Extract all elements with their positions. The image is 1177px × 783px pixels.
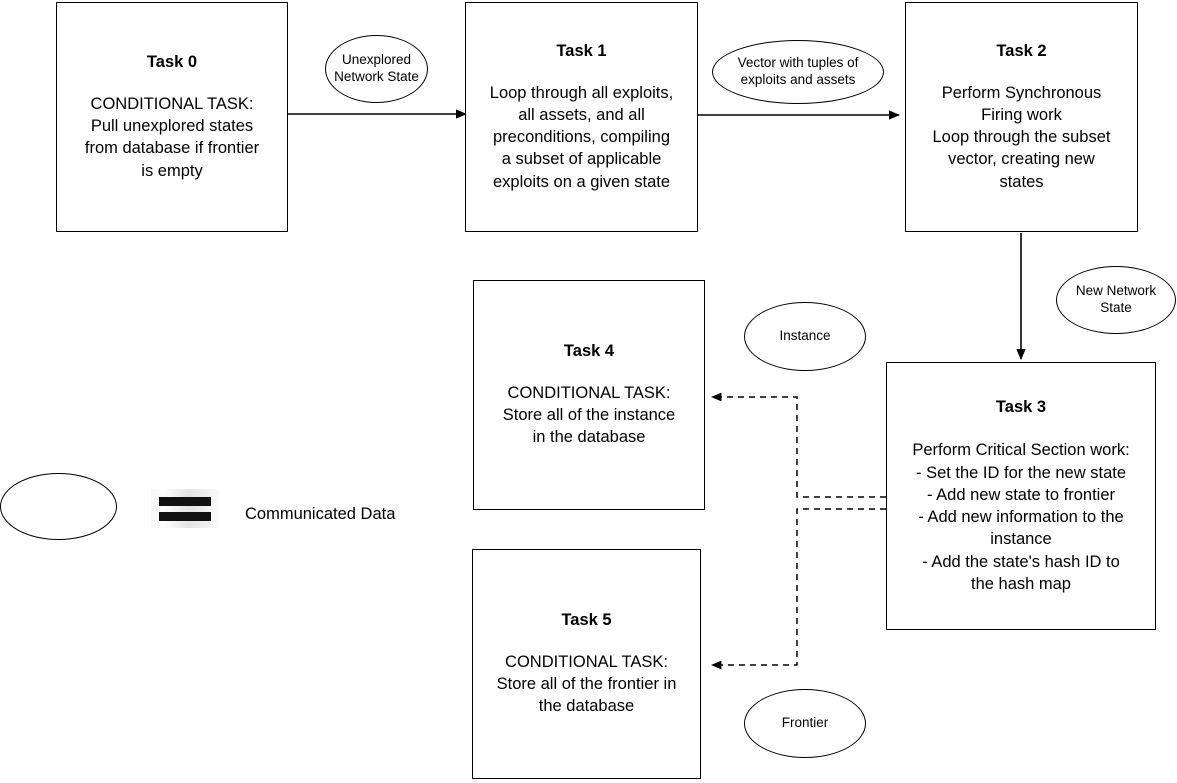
node-task3-title: Task 3 xyxy=(995,397,1047,416)
node-task4-title: Task 4 xyxy=(563,342,615,361)
node-task0[interactable]: Task 0 CONDITIONAL TASK: Pull unexplored… xyxy=(56,2,288,232)
data-label-new-network-state[interactable]: New Network State xyxy=(1056,266,1176,334)
node-task4-body: CONDITIONAL TASK: Store all of the insta… xyxy=(502,383,676,447)
node-task2-body: Perform Synchronous Firing work Loop thr… xyxy=(932,83,1111,191)
node-task5-body: CONDITIONAL TASK: Store all of the front… xyxy=(496,652,677,716)
node-task1[interactable]: Task 1 Loop through all exploits, all as… xyxy=(465,2,698,232)
data-label-text: Frontier xyxy=(781,715,829,731)
data-label-text: Unexplored Network State xyxy=(334,52,419,84)
node-task2-title: Task 2 xyxy=(996,42,1047,61)
node-task1-body: Loop through all exploits, all assets, a… xyxy=(489,83,674,191)
node-task5-title: Task 5 xyxy=(561,611,612,630)
node-task4[interactable]: Task 4 CONDITIONAL TASK: Store all of th… xyxy=(473,280,705,510)
data-label-text: Vector with tuples of exploits and asset… xyxy=(737,55,859,87)
legend-label-communicated-data: Communicated Data xyxy=(245,505,396,523)
equals-sign-icon xyxy=(151,489,219,528)
equals-bar-bottom xyxy=(159,511,211,521)
data-label-instance[interactable]: Instance xyxy=(744,302,866,371)
node-task2[interactable]: Task 2 Perform Synchronous Firing work L… xyxy=(905,2,1138,232)
edge-task3-to-task4 xyxy=(710,392,886,498)
data-label-text: New Network State xyxy=(1075,283,1157,315)
node-task3[interactable]: Task 3 Perform Critical Section work: - … xyxy=(886,362,1156,630)
data-label-vector-tuples[interactable]: Vector with tuples of exploits and asset… xyxy=(712,40,884,104)
edge-task3-to-task5 xyxy=(710,508,886,670)
data-label-frontier[interactable]: Frontier xyxy=(744,689,866,758)
node-task3-body: Perform Critical Section work: - Set the… xyxy=(912,441,1130,593)
node-task0-title: Task 0 xyxy=(146,53,198,72)
legend-ellipse-shape xyxy=(0,473,117,540)
node-task5[interactable]: Task 5 CONDITIONAL TASK: Store all of th… xyxy=(472,549,701,779)
data-label-text: Instance xyxy=(779,328,831,344)
data-label-unexplored-network-state[interactable]: Unexplored Network State xyxy=(325,35,428,103)
equals-bar-top xyxy=(159,496,211,506)
node-task1-title: Task 1 xyxy=(556,42,607,61)
node-task0-body: CONDITIONAL TASK: Pull unexplored states… xyxy=(84,94,260,180)
